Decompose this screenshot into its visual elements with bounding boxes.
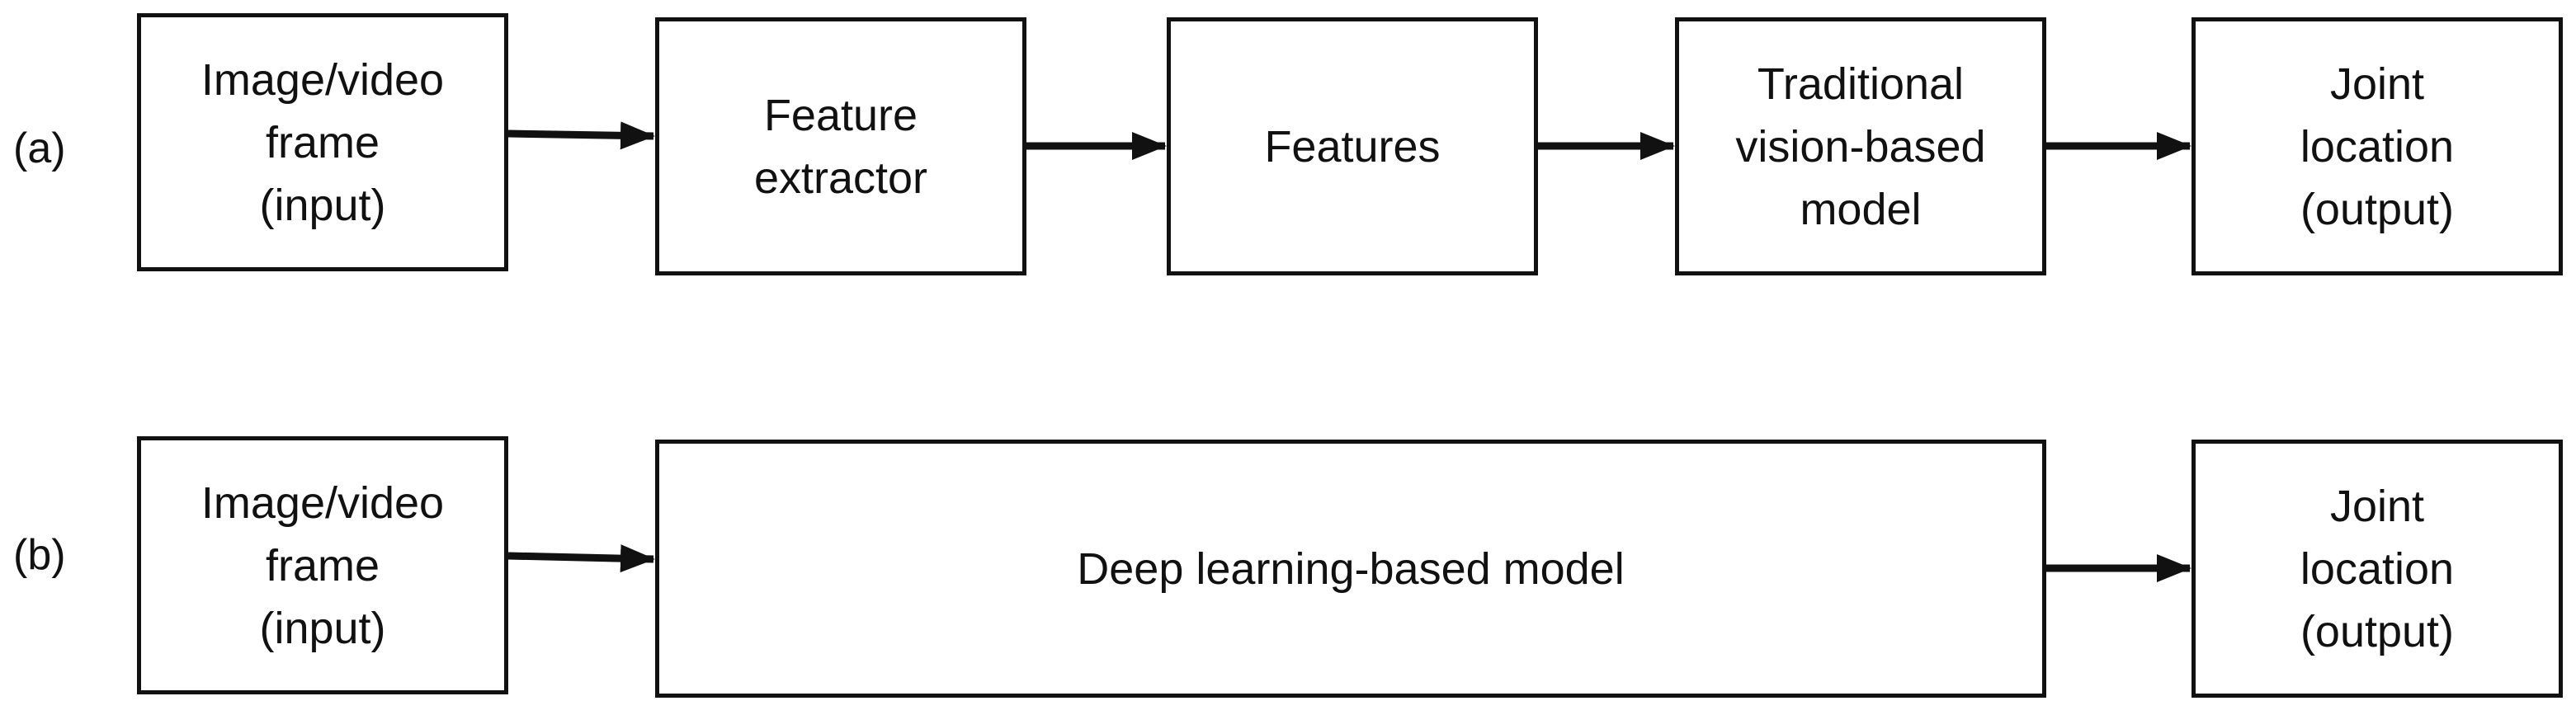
features-box: Features [1167, 17, 1538, 275]
output-box-a-label: Joint location (output) [2300, 59, 2455, 234]
feature-extractor-label: Feature extractor [753, 90, 928, 203]
arrow-input-to-feature-extractor [507, 121, 655, 150]
traditional-model-box: Traditional vision-based model [1675, 17, 2046, 275]
input-box-a-label: Image/video frame (input) [201, 54, 445, 230]
traditional-model-label: Traditional vision-based model [1735, 59, 1986, 234]
output-box-b: Joint location (output) [2191, 440, 2563, 698]
deep-learning-model-box: Deep learning-based model [655, 440, 2046, 698]
input-box-b: Image/video frame (input) [137, 436, 508, 694]
output-box-b-label: Joint location (output) [2300, 481, 2455, 656]
row-b-label: (b) [13, 531, 66, 579]
input-box-a: Image/video frame (input) [137, 13, 508, 271]
feature-extractor-box: Feature extractor [655, 17, 1026, 275]
arrow-input-to-deep-learning-model [507, 544, 655, 573]
features-label: Features [1264, 121, 1441, 172]
input-box-b-label: Image/video frame (input) [201, 477, 445, 653]
output-box-a: Joint location (output) [2191, 17, 2563, 275]
deep-learning-model-label: Deep learning-based model [1077, 543, 1625, 594]
row-a-label: (a) [13, 125, 66, 172]
